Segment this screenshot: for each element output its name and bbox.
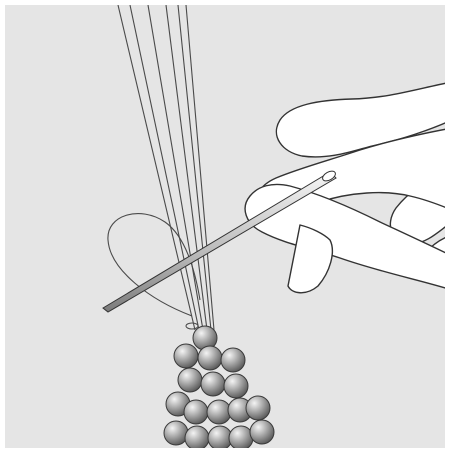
beading-illustration <box>0 0 450 453</box>
illustration-stage <box>0 0 450 453</box>
